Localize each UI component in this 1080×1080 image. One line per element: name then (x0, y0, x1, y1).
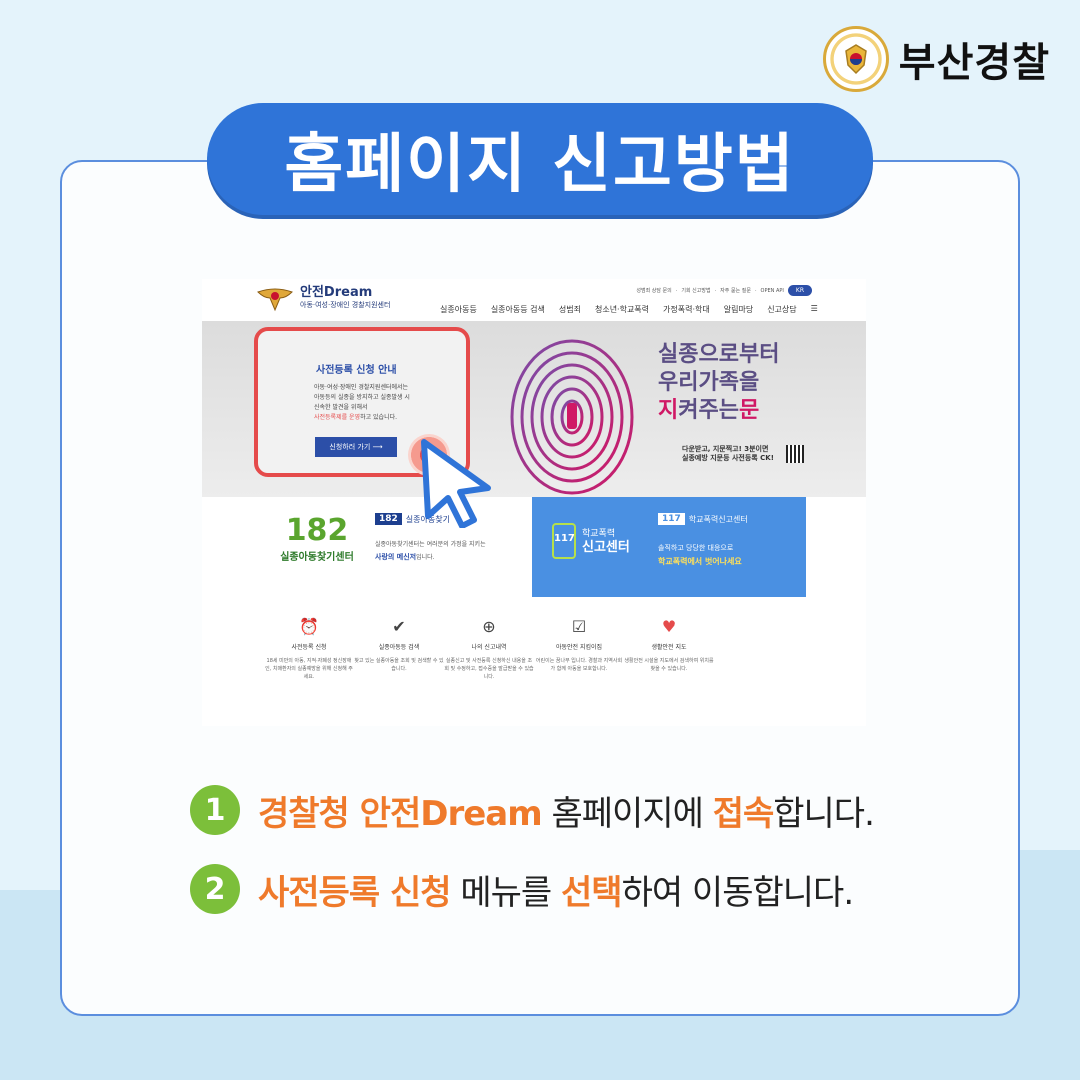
site-header: 안전Dream 아동·여성·장애인 경찰지원센터 성범죄 상담 문의 · 기회 … (202, 279, 866, 321)
mouse-cursor-icon (421, 439, 491, 528)
center-182-desc: 실종아동찾기센터는 여러분의 가정을 지키는 (375, 541, 486, 548)
topbar-link[interactable]: 자주 묻는 질문 (720, 288, 751, 294)
center-117-heading: 학교폭력신고센터 (688, 514, 748, 524)
site-brand: 안전Dream (300, 285, 373, 300)
police-emblem-icon (822, 26, 889, 92)
site-nav: 실종아동등 실종아동등 검색 성범죄 청소년·학교폭력 가정폭력·학대 알림마당… (440, 304, 818, 315)
language-select[interactable]: KR (787, 285, 812, 296)
service-safety-map[interactable]: ♥ 생활안전 지도 생활안전 시설을 지도에서 검색하여 위치를 찾을 수 있습… (624, 617, 714, 672)
step-2: 2 사전등록 신청 메뉴를 선택하여 이동합니다. (190, 864, 854, 914)
service-safe-house[interactable]: ☑ 아동안전 지킴이집 어린이는 꿈나무 입니다. 경찰과 지역사회가 함께 아… (535, 617, 623, 672)
slogan: 실종으로부터 우리가족을 지켜주는문 (658, 342, 780, 423)
nav-item[interactable]: 성범죄 (558, 305, 581, 314)
menu-icon[interactable]: ☰ (810, 304, 818, 313)
topbar-link[interactable]: 기회 신고방법 (681, 288, 711, 294)
police-emblem-icon (257, 288, 293, 312)
service-search[interactable]: ✔ 실종아동등 검색 찾고 있는 실종아동을 조회 및 검색할 수 있습니다. (354, 617, 444, 672)
website-screenshot: 안전Dream 아동·여성·장애인 경찰지원센터 성범죄 상담 문의 · 기회 … (202, 279, 866, 726)
document-check-icon: ☑ (571, 617, 587, 636)
fingerprint-icon (510, 339, 634, 495)
site-hero: 사전등록 신청 안내 아동·여성·장애인 경찰지원센터에서는 아동등의 실종을 … (202, 321, 866, 497)
qr-code-icon (786, 445, 804, 463)
notice-body: 아동·여성·장애인 경찰지원센터에서는 아동등의 실종을 방지하고 실종발생 시… (314, 384, 410, 421)
topbar-link[interactable]: OPEN API (760, 287, 784, 294)
heart-hands-icon: ♥ (661, 617, 677, 636)
service-preregistration[interactable]: ⏰ 사전등록 신청 18세 미만의 아동, 지적·자폐성 정신장애인, 치매환자… (265, 617, 353, 680)
apply-button[interactable]: 신청하러 가기 ⟶ (315, 437, 397, 457)
site-logo[interactable]: 안전Dream 아동·여성·장애인 경찰지원센터 (256, 284, 390, 312)
agency-badge: 부산경찰 (822, 26, 1050, 92)
nav-item[interactable]: 알림마당 (723, 305, 754, 314)
step-number: 2 (190, 864, 240, 914)
nav-item[interactable]: 실종아동등 검색 (490, 305, 545, 314)
services-section: ⏰ 사전등록 신청 18세 미만의 아동, 지적·자폐성 정신장애인, 치매환자… (202, 597, 866, 726)
agency-name: 부산경찰 (898, 40, 1050, 86)
page-title: 홈페이지 신고방법 (284, 128, 796, 202)
step-text: 사전등록 신청 메뉴를 선택하여 이동합니다. (258, 872, 854, 913)
missing-child-center-box[interactable]: 182 실종아동찾기센터 182 실종아동찾기 실종아동찾기센터는 여러분의 가… (259, 497, 532, 597)
school-violence-center-box[interactable]: 117 학교폭력 신고센터 117 학교폭력신고센터 솔직하고 당당한 대응으로… (532, 497, 806, 597)
step-text: 경찰청 안전Dream 홈페이지에 접속합니다. (258, 793, 875, 834)
slogan-subtext: 다운받고, 지문찍고! 3분이면 실종예방 지문등 사전등록 CK! (682, 445, 774, 462)
notice-heading: 사전등록 신청 안내 (316, 365, 397, 376)
step-number: 1 (190, 785, 240, 835)
center-182-logo: 182 (285, 513, 349, 548)
center-117-desc: 솔직하고 당당한 대응으로 (658, 544, 734, 552)
site-subtitle: 아동·여성·장애인 경찰지원센터 (300, 301, 391, 309)
person-check-icon: ✔ (392, 617, 406, 636)
nav-item[interactable]: 가정폭력·학대 (663, 305, 710, 314)
step-1: 1 경찰청 안전Dream 홈페이지에 접속합니다. (190, 785, 875, 835)
page-title-pill: 홈페이지 신고방법 (207, 103, 873, 215)
search-plus-icon: ⊕ (482, 617, 496, 636)
center-117-strong: 학교폭력에서 벗어나세요 (658, 557, 742, 566)
center-117-icon: 117 (552, 523, 576, 559)
topbar-link[interactable]: 성범죄 상담 문의 (636, 288, 672, 294)
site-topbar: 성범죄 상담 문의 · 기회 신고방법 · 자주 묻는 질문 · OPEN AP… (636, 285, 812, 296)
service-my-report[interactable]: ⊕ 나의 신고내역 실종신고 및 사전등록 신청하신 내용을 조회 및 수정하고… (444, 617, 534, 680)
nav-item[interactable]: 실종아동등 (440, 305, 477, 314)
nav-item[interactable]: 신고상담 (767, 305, 797, 314)
center-182-heading: 실종아동찾기 (405, 514, 450, 524)
alarm-icon: ⏰ (299, 617, 319, 636)
center-182-name: 실종아동찾기센터 (280, 552, 354, 563)
nav-item[interactable]: 청소년·학교폭력 (594, 305, 650, 314)
